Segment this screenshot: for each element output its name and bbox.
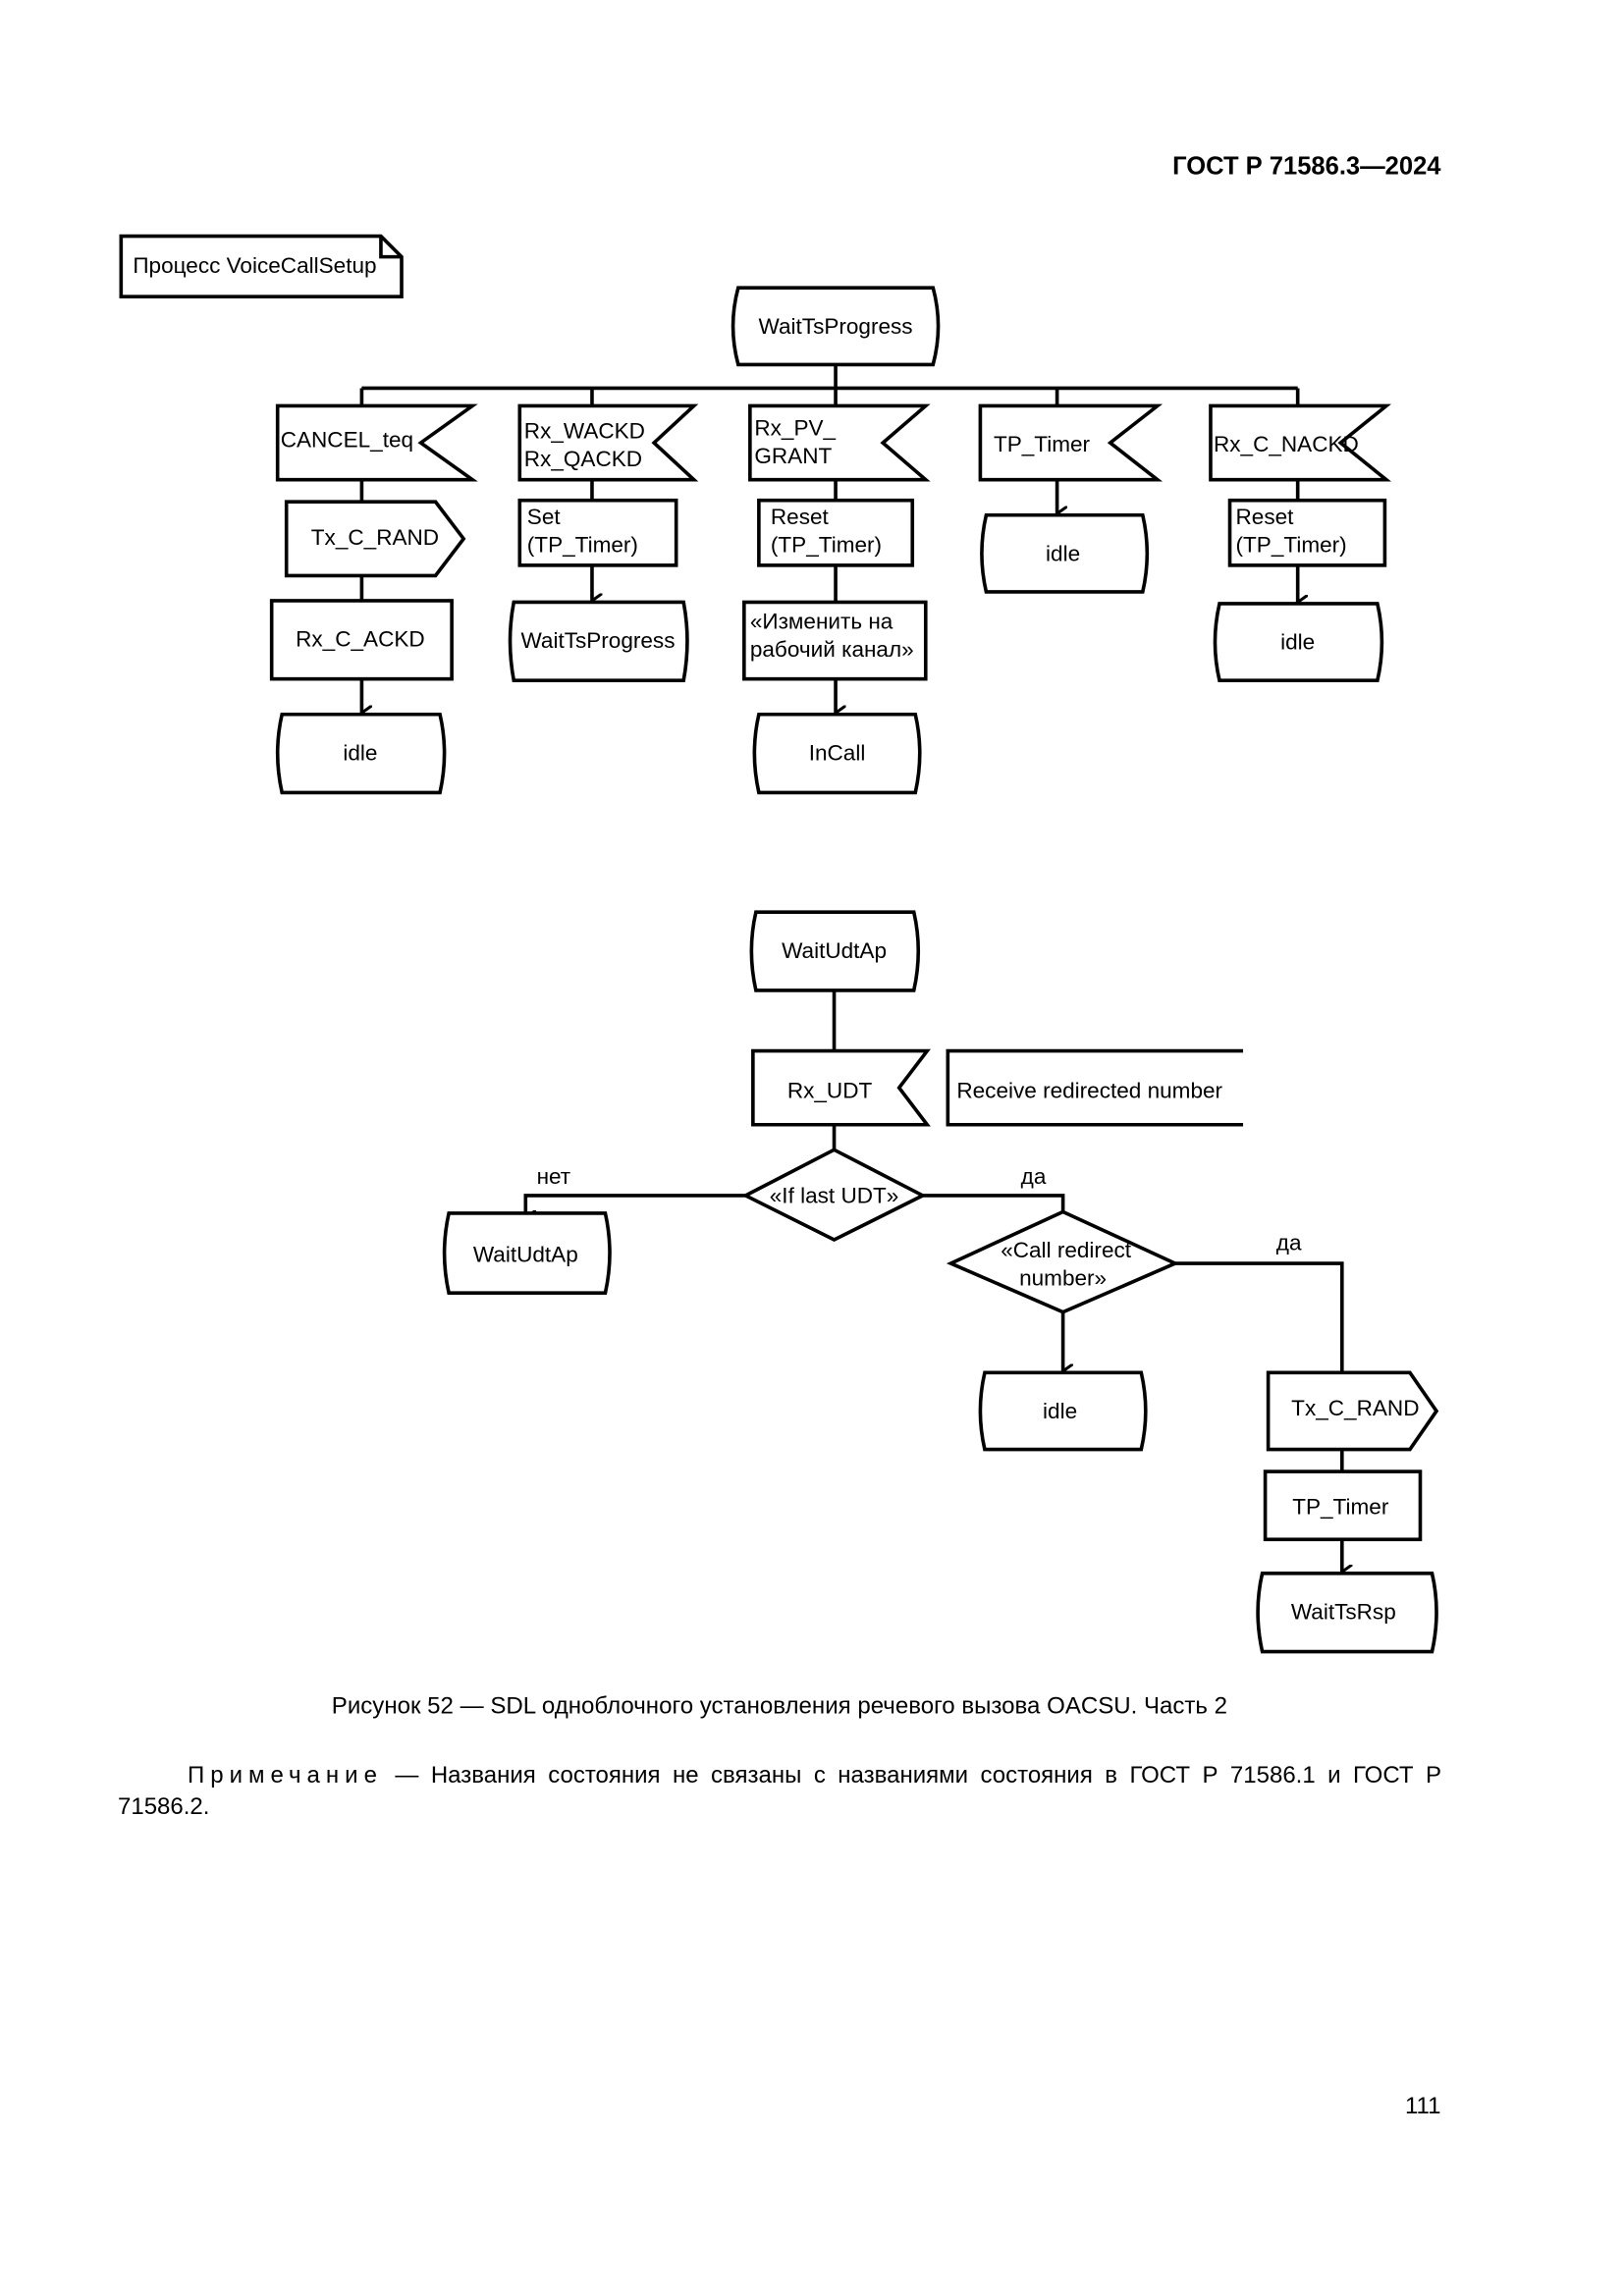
task-label: «Изменить на [750,610,893,634]
state-idle-3: idle [1213,602,1384,682]
decision-label: «Call redirect [1001,1238,1132,1262]
state-wait-ts-rsp: WaitTsRsp [1256,1572,1438,1654]
note-label: Примечание [188,1762,383,1789]
task-label: рабочий канал» [750,637,914,662]
connectors-part2 [523,989,1341,1572]
process-label-box: Процесс VoiceCallSetup [119,234,404,299]
input-label: Rx_WACKD [524,419,645,444]
output-tx-c-rand-2: Tx_C_RAND [1266,1370,1439,1452]
state-idle-2: idle [980,512,1150,594]
branch-no-label: нет [537,1164,571,1189]
state-wait-ts-progress: WaitTsProgress [731,286,941,367]
input-label: CANCEL_teq [281,428,413,453]
document-id: ГОСТ Р 71586.3—2024 [1172,152,1441,180]
task-label: Rx_C_ACKD [296,627,425,652]
task-label: (TP_Timer) [771,532,882,557]
task-tp-timer: TP_Timer [1263,1469,1423,1542]
input-label: Rx_UDT [787,1079,873,1103]
task-label: (TP_Timer) [527,532,638,557]
figure-caption: Рисунок 52 — SDL одноблочного установлен… [332,1693,1227,1720]
decision-if-last-udt: «If last UDT» [741,1148,927,1243]
task-reset-tp-timer-2: Reset (TP_Timer) [1227,498,1387,567]
state-label: idle [1046,541,1080,565]
decision-label: number» [1019,1266,1107,1291]
state-wait-udt-ap-2: WaitUdtAp [442,1211,612,1295]
state-label: InCall [809,740,866,765]
state-idle-4: idle [978,1370,1148,1452]
task-label: (TP_Timer) [1236,532,1347,557]
input-label: Rx_QACKD [524,447,642,471]
task-rx-c-ackd: Rx_C_ACKD [269,599,454,681]
state-wait-udt-ap: WaitUdtAp [749,910,921,992]
state-label: WaitUdtAp [782,938,887,963]
task-label: Reset [771,505,830,529]
state-label: idle [1280,630,1315,655]
input-rx-udt: Rx_UDT [751,1048,931,1127]
task-change-channel: «Изменить на рабочий канал» [742,600,928,681]
state-label: WaitTsProgress [759,314,913,339]
branch-yes-label: да [1021,1164,1047,1189]
decision-call-redirect-number: «Call redirect number» [946,1209,1180,1314]
connectors-part1 [359,364,1297,713]
state-label: idle [1043,1399,1077,1423]
input-cancel-teq: CANCEL_teq [275,403,478,482]
task-set-tp-timer: Set (TP_Timer) [517,498,678,567]
process-label: Процесс VoiceCallSetup [133,253,376,278]
input-label: GRANT [754,444,832,468]
output-tx-c-rand: Tx_C_RAND [284,500,466,578]
state-idle-1: idle [275,712,447,795]
output-label: Tx_C_RAND [1291,1396,1419,1420]
branch-yes2-label: да [1276,1231,1302,1255]
note-paragraph: Примечание — Названия состояния не связа… [118,1760,1441,1823]
page-number: 111 [1405,2093,1441,2119]
state-label: idle [343,740,377,765]
input-label: Rx_PV_ [754,416,836,441]
comment-receive-redirected-number: Receive redirected number [946,1048,1244,1127]
output-label: Tx_C_RAND [311,525,439,550]
input-rx-wackd-qackd: Rx_WACKD Rx_QACKD [517,403,699,482]
state-label: WaitUdtAp [473,1243,578,1267]
task-label: Set [527,505,562,529]
state-in-call: InCall [752,712,922,795]
state-label: WaitTsProgress [520,628,675,653]
state-wait-ts-progress-2: WaitTsProgress [508,600,689,682]
task-label: TP_Timer [1292,1495,1389,1520]
input-label: Rx_C_NACKD [1214,432,1359,456]
input-rx-c-nackd: Rx_C_NACKD [1209,403,1392,482]
task-label: Reset [1236,505,1295,529]
input-tp-timer: TP_Timer [978,403,1164,482]
comment-label: Receive redirected number [956,1079,1222,1103]
input-label: TP_Timer [994,432,1091,456]
task-reset-tp-timer: Reset (TP_Timer) [757,498,915,567]
note-text: — Названия состояния не связаны с назван… [118,1762,1441,1820]
input-rx-pv-grant: Rx_PV_ GRANT [748,403,931,482]
state-label: WaitTsRsp [1291,1599,1396,1624]
decision-label: «If last UDT» [770,1183,899,1207]
